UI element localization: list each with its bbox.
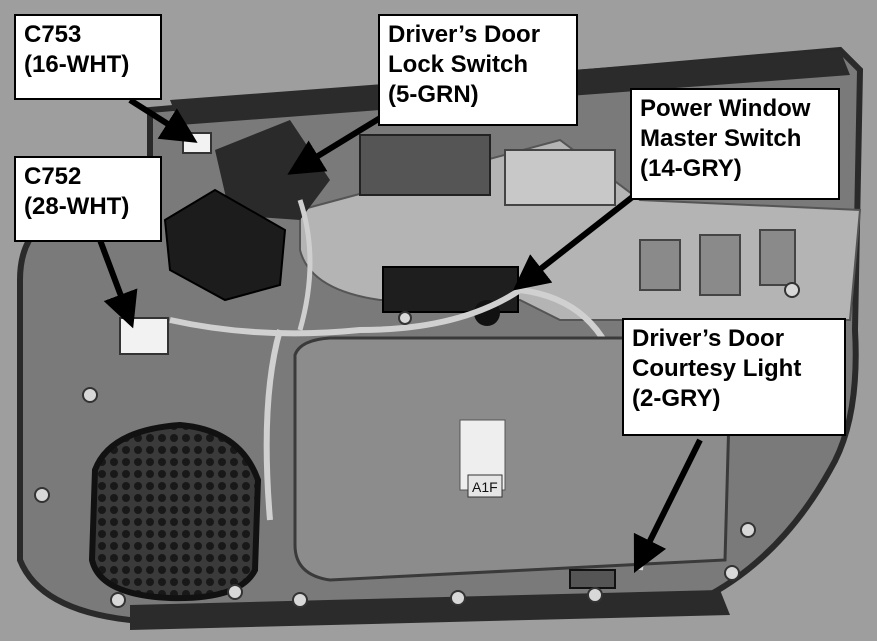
control-module: [163, 188, 287, 302]
callout-line: (16-WHT): [24, 51, 130, 78]
part-badge: [467, 474, 503, 498]
c752-connector: [119, 317, 169, 355]
callout-line: Driver’s Door: [632, 325, 785, 352]
callout-line: (28-WHT): [24, 193, 130, 220]
callout-courtesy-light: Driver’s Door Courtesy Light (2-GRY): [622, 318, 846, 436]
bracket-a: [639, 239, 681, 291]
callout-line: C752: [24, 163, 82, 190]
trim-clip: [504, 149, 616, 206]
wire-harness-speaker: [263, 329, 283, 521]
callout-line: Lock Switch: [388, 51, 529, 78]
callout-window-switch: Power Window Master Switch (14-GRY): [630, 88, 840, 200]
bracket-b: [699, 234, 741, 296]
c753-connector: [182, 132, 212, 154]
callout-line: C753: [24, 21, 82, 48]
callout-c753: C753 (16-WHT): [14, 14, 162, 100]
wire-harness-upper: [297, 199, 313, 331]
callout-line: Power Window: [640, 95, 811, 122]
callout-c752: C752 (28-WHT): [14, 156, 162, 242]
callout-line: Driver’s Door: [388, 21, 541, 48]
bottom-lip: [130, 590, 730, 630]
callout-lock-switch: Driver’s Door Lock Switch (5-GRN): [378, 14, 578, 126]
part-badge-text: A1F: [472, 479, 498, 495]
callout-line: (14-GRY): [640, 155, 742, 182]
callout-line: (5-GRN): [388, 81, 479, 108]
speaker-grille: [88, 421, 262, 602]
courtesy-light-fixture: [569, 569, 616, 589]
callout-line: Master Switch: [640, 125, 802, 152]
latch-mechanism: [359, 134, 491, 196]
screw-bosses: [34, 282, 800, 608]
callout-line: (2-GRY): [632, 385, 721, 412]
bracket-c: [759, 229, 796, 286]
callout-line: Courtesy Light: [632, 355, 802, 382]
